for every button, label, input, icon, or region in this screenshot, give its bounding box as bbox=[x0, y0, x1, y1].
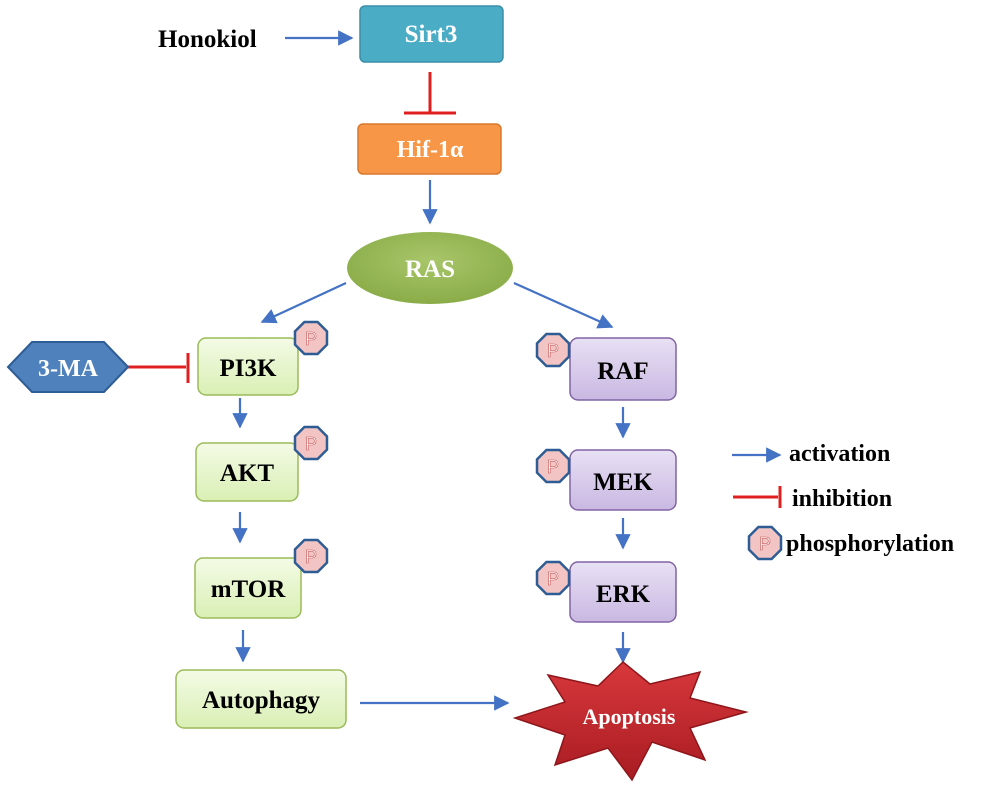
phospho-badge-akt: P bbox=[293, 425, 329, 461]
arrow-ras-pi3k bbox=[260, 282, 347, 324]
sirt3-label: Sirt3 bbox=[405, 21, 458, 48]
akt-node: AKT bbox=[195, 442, 299, 502]
legend-activation-label: activation bbox=[789, 441, 890, 467]
phospho-symbol: P bbox=[547, 341, 559, 361]
apoptosis-starburst bbox=[512, 660, 749, 782]
phospho-badge-mek: P bbox=[535, 448, 571, 484]
apoptosis-label: Apoptosis bbox=[583, 704, 676, 729]
inhibition-lines bbox=[128, 72, 456, 383]
sirt3-node: Sirt3 bbox=[359, 5, 504, 63]
pi3k-label: PI3K bbox=[220, 355, 278, 382]
phospho-symbol: P bbox=[305, 434, 317, 454]
ras-node: RAS bbox=[347, 232, 513, 304]
phospho-badge-mtor: P bbox=[293, 538, 329, 574]
phospho-symbol: P bbox=[547, 569, 559, 589]
autophagy-label: Autophagy bbox=[202, 687, 321, 714]
phospho-badge-pi3k: P bbox=[293, 320, 329, 356]
phospho-symbol: P bbox=[305, 329, 317, 349]
phospho-badge-erk: P bbox=[535, 560, 571, 596]
hif1a-node: Hif-1α bbox=[357, 123, 502, 175]
mek-node: MEK bbox=[569, 449, 677, 511]
erk-node: ERK bbox=[569, 561, 677, 623]
pi3k-node: PI3K bbox=[197, 337, 299, 396]
phospho-symbol: P bbox=[759, 534, 771, 554]
raf-label: RAF bbox=[597, 358, 648, 385]
activation-arrows bbox=[232, 30, 631, 711]
phospho-symbol: P bbox=[305, 547, 317, 567]
three-ma-node: 3-MA bbox=[6, 341, 130, 393]
hif1a-label: Hif-1α bbox=[397, 137, 464, 163]
legend-inhibition-label: inhibition bbox=[792, 486, 892, 512]
akt-label: AKT bbox=[220, 460, 275, 487]
three-ma-label: 3-MA bbox=[38, 356, 99, 382]
legend-phosphorylation-label: phosphorylation bbox=[786, 531, 954, 557]
arrow-ras-raf bbox=[513, 281, 614, 329]
erk-label: ERK bbox=[596, 581, 651, 608]
honokiol-label: Honokiol bbox=[158, 26, 257, 53]
phospho-badges: P P P P P P bbox=[293, 320, 571, 596]
legend: activation inhibition P phosphorylation bbox=[732, 441, 954, 561]
phospho-badge-raf: P bbox=[535, 332, 571, 368]
mtor-node: mTOR bbox=[194, 557, 302, 619]
mtor-label: mTOR bbox=[211, 576, 286, 603]
apoptosis-node: Apoptosis bbox=[512, 660, 749, 782]
raf-node: RAF bbox=[569, 337, 677, 401]
mek-label: MEK bbox=[593, 469, 653, 496]
legend-phospho-badge: P bbox=[747, 525, 783, 561]
autophagy-node: Autophagy bbox=[175, 669, 347, 729]
ras-label: RAS bbox=[405, 256, 455, 283]
phospho-symbol: P bbox=[547, 457, 559, 477]
